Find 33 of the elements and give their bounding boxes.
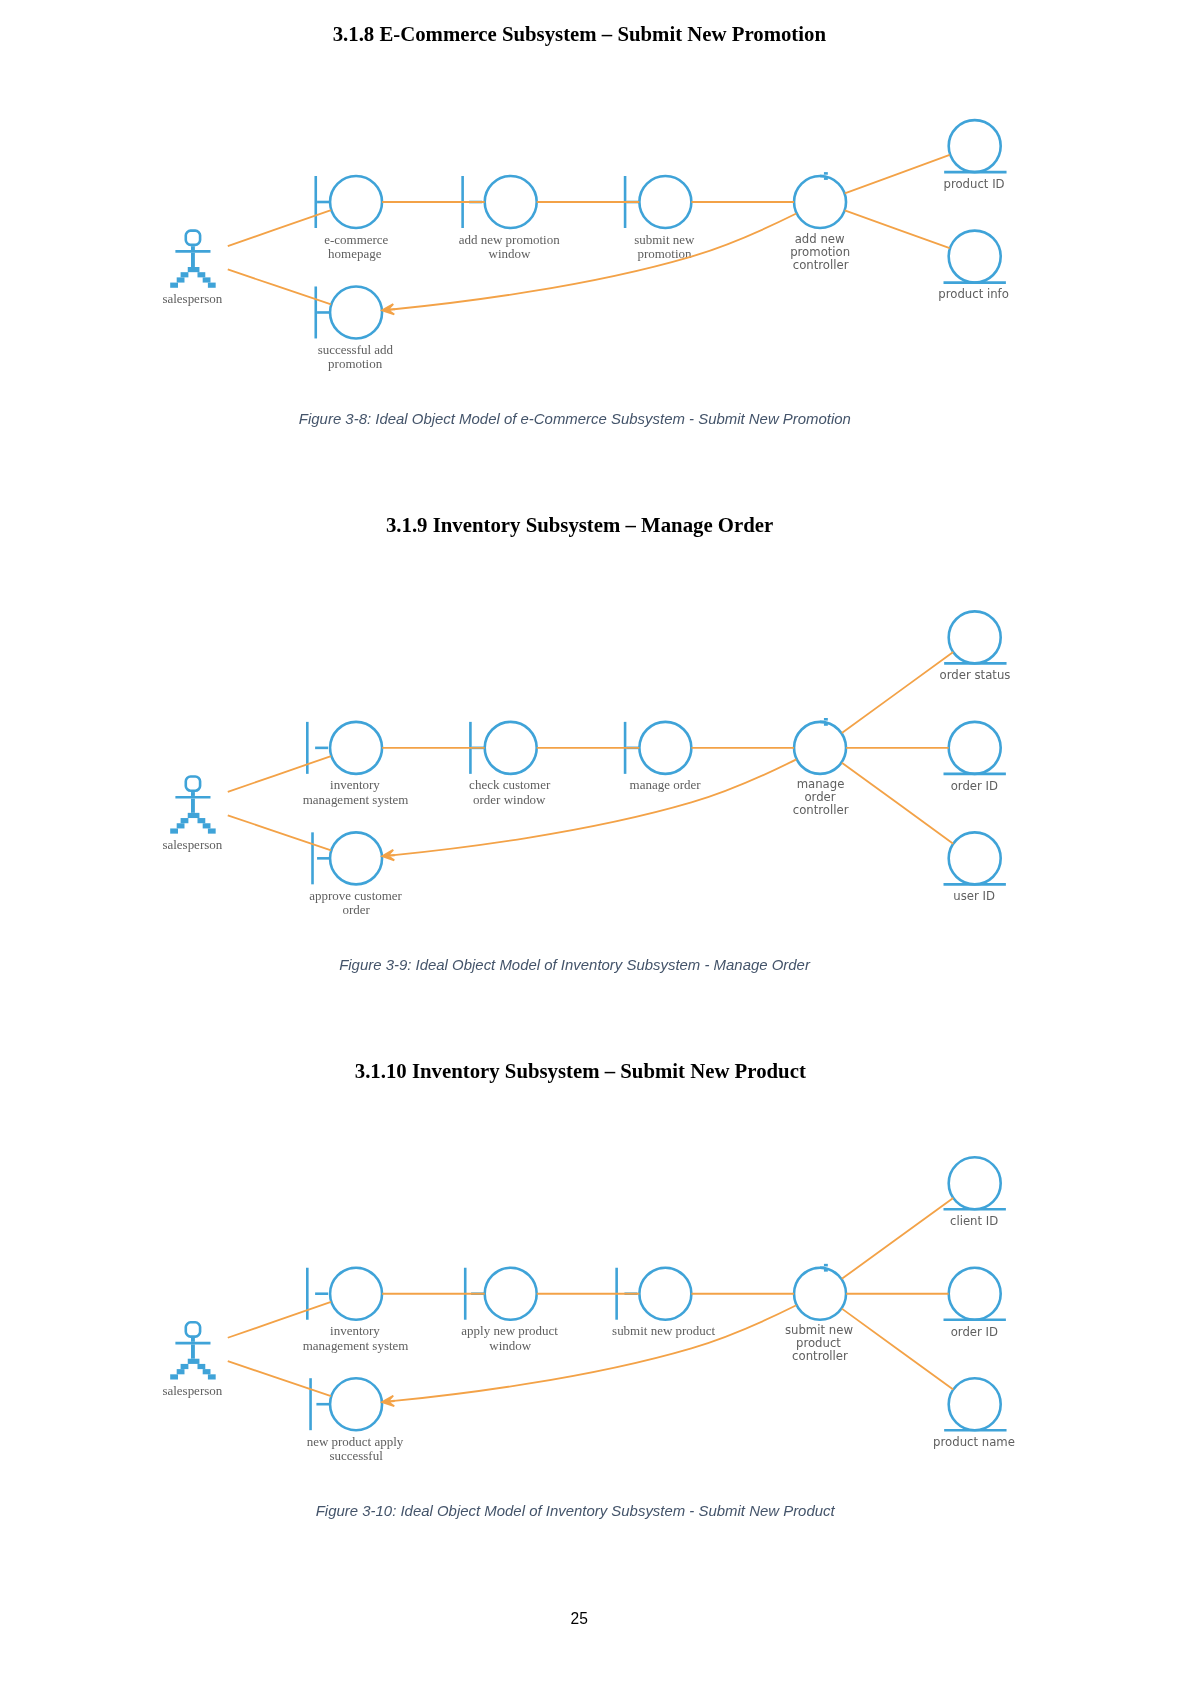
node-label: submit new product controller [784, 1323, 853, 1364]
label: Figure 3-10: Ideal Object Model of Inventory Subsystem - Submit New Product [315, 1501, 835, 1519]
label: Figure 3-8: Ideal Object Model of e-Commerce Subsystem - Submit New Promotion [298, 409, 851, 427]
node-label: successful add promotion [317, 342, 394, 372]
node-label: salesperson [162, 1383, 223, 1399]
node-label: product info [938, 287, 1009, 302]
node-label: product name [933, 1435, 1015, 1450]
node-label: order ID [950, 1324, 998, 1339]
node-label: add new promotion controller [790, 231, 851, 272]
node-label: approve customer order [309, 887, 402, 918]
node-label: salesperson [162, 291, 223, 307]
label: 3.1.10 Inventory Subsystem – Submit New Product [354, 1058, 806, 1082]
node-label: user ID [953, 889, 995, 904]
node-label: apply new product window [461, 1323, 558, 1353]
node-label: product ID [943, 176, 1005, 191]
node-label: submit new product [612, 1323, 716, 1339]
node-label: submit new promotion [634, 231, 695, 261]
node-label: manage order controller [792, 777, 849, 818]
node-label: inventory management system [302, 1323, 409, 1353]
node-label: order ID [950, 778, 998, 793]
node-label: e-commerce homepage [324, 231, 389, 261]
node-label: inventory management system [302, 777, 409, 807]
node-label: salesperson [162, 837, 223, 853]
label: 3.1.9 Inventory Subsystem – Manage Order [385, 512, 774, 536]
node-label: new product apply successful [306, 1433, 404, 1464]
node-label: check customer order window [469, 777, 551, 807]
node-label: order status [939, 668, 1011, 683]
node-label: add new promotion window [458, 231, 560, 261]
node-label: manage order [629, 777, 701, 793]
label: 25 [570, 1609, 588, 1627]
node-label: client ID [950, 1214, 999, 1229]
label: Figure 3-9: Ideal Object Model of Inventory Subsystem - Manage Order [339, 955, 810, 973]
label: 3.1.8 E-Commerce Subsystem – Submit New Promotion [332, 21, 826, 45]
